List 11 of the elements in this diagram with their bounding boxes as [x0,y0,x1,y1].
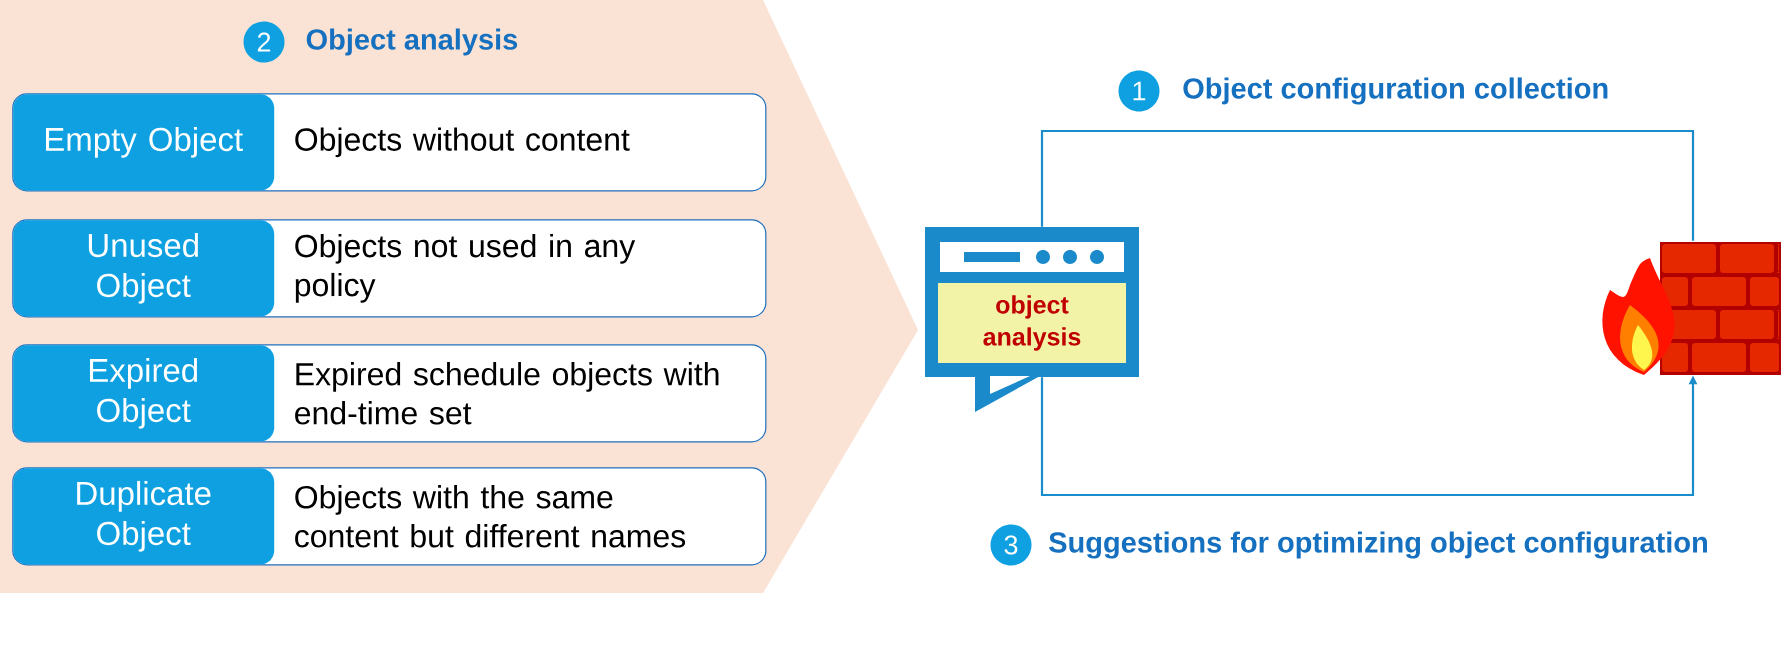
step-number: 3 [990,524,1032,566]
category-row: Duplicate Object Objects with the same content but different names [12,467,767,566]
edge-label: Suggestions for optimizing object configuration [1049,531,1707,559]
firewall-drawing [1602,242,1781,375]
step-number: 1 [1118,70,1160,112]
analysis-window-drawing: object analysis [925,227,1139,412]
edge-label: Object configuration collection [1183,77,1608,105]
category-row: Unused Object Objects not used in any policy [12,219,767,318]
step-number: 2 [243,21,285,63]
category-row: Expired Object Expired schedule objects with end-time set [12,344,767,443]
category-row: Empty Object Objects without content [12,93,767,192]
